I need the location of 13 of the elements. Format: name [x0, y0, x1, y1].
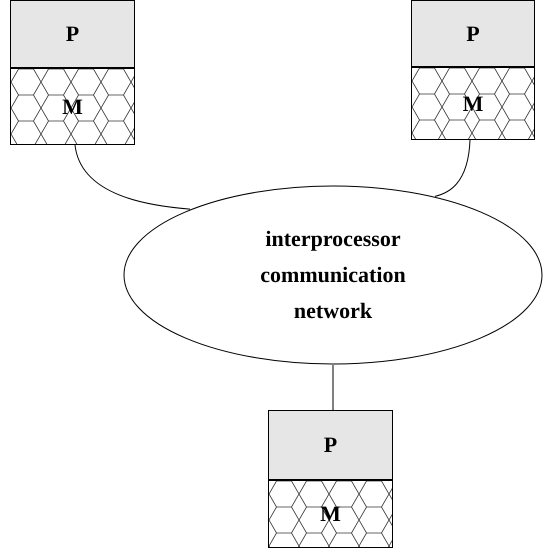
processor-label: P [66, 23, 80, 45]
memory-box [268, 480, 393, 548]
network-label: interprocessor communication network [259, 225, 407, 325]
connector-line [332, 364, 334, 410]
processor-box [10, 0, 135, 68]
connector-line [74, 144, 190, 210]
processor-label: P [324, 434, 338, 456]
memory-box [10, 68, 135, 145]
processor-label: P [466, 22, 480, 44]
processor-box [268, 410, 393, 480]
memory-box [411, 67, 535, 140]
processor-box [411, 0, 535, 67]
connector-line [434, 140, 470, 197]
